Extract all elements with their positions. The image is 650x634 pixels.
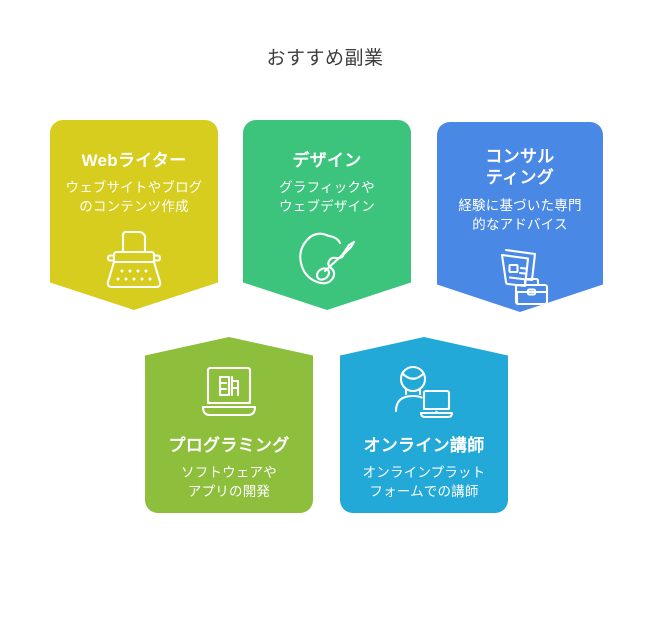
page-title: おすすめ副業	[266, 48, 384, 69]
card-web-writer[interactable]: Webライター ウェブサイトやブログ のコンテンツ作成	[50, 120, 218, 310]
card-title: オンライン講師	[363, 436, 485, 455]
card-title: デザイン	[292, 151, 362, 170]
card-description: ウェブサイトやブログ のコンテンツ作成	[65, 180, 203, 215]
card-description: グラフィックや ウェブデザイン	[279, 180, 375, 215]
typewriter-icon	[103, 230, 165, 290]
laptop-code-icon	[198, 365, 260, 421]
card-title: Webライター	[81, 151, 187, 170]
card-design[interactable]: デザイン グラフィックや ウェブデザイン	[243, 120, 411, 310]
card-description: ソフトウェアや アプリの開発	[181, 465, 277, 500]
paint-palette-icon	[296, 230, 358, 288]
person-laptop-icon	[393, 365, 455, 421]
card-consulting[interactable]: コンサル ティング 経験に基づいた専門 的なアドバイス	[437, 122, 603, 312]
card-title: コンサル ティング	[485, 147, 555, 188]
card-description: オンラインプラット フォームでの講師	[362, 465, 486, 500]
briefcase-documents-icon	[487, 246, 553, 308]
card-programming[interactable]: プログラミング ソフトウェアや アプリの開発	[145, 337, 313, 513]
card-online-instructor[interactable]: オンライン講師 オンラインプラット フォームでの講師	[340, 337, 508, 513]
card-title: プログラミング	[168, 436, 290, 455]
card-description: 経験に基づいた専門 的なアドバイス	[458, 198, 582, 233]
